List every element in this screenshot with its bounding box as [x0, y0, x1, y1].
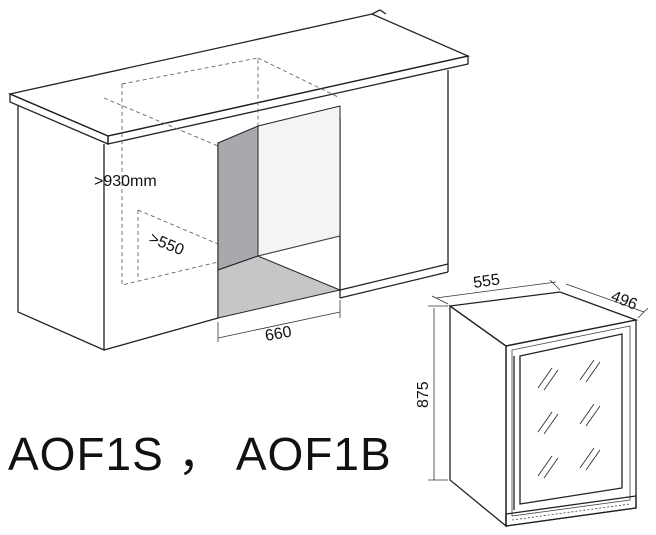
width-dimension: 660	[217, 300, 341, 345]
height-min-label: >930mm	[94, 173, 157, 190]
niche-back-wall	[257, 105, 341, 257]
depth-dimension: >550	[147, 230, 187, 259]
appliance	[448, 291, 639, 528]
niche-floor	[217, 255, 342, 319]
unit-depth-dimension: 496	[565, 283, 649, 319]
height-dimension: >930mm	[94, 173, 157, 190]
depth-min-label: >550	[147, 230, 187, 259]
left-cabinet	[17, 106, 219, 351]
unit-depth-label: 496	[609, 288, 640, 314]
hidden-lines	[103, 57, 341, 286]
unit-height-dimension: 875	[415, 305, 448, 481]
right-cabinet	[339, 70, 449, 299]
width-opening-label: 660	[264, 324, 293, 345]
glass-reflections	[537, 359, 601, 479]
unit-height-label: 875	[415, 381, 432, 408]
countertop	[7, 9, 471, 145]
model-names: AOF1S ， AOF1B	[8, 428, 392, 480]
niche	[217, 105, 342, 319]
unit-width-label: 555	[472, 271, 501, 292]
unit-width-dimension: 555	[431, 271, 561, 305]
niche-side-wall	[217, 125, 259, 271]
